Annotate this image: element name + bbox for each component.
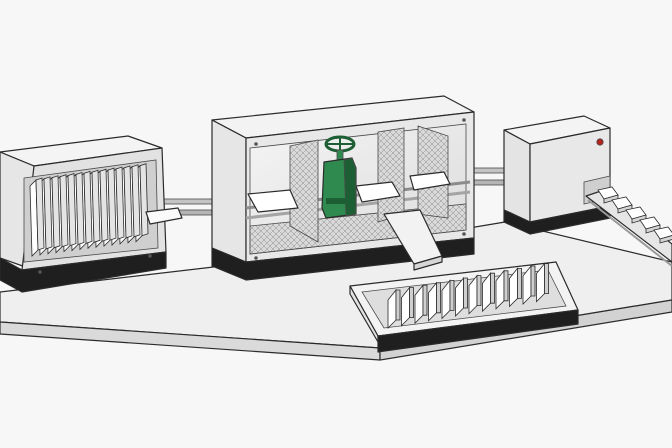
process-chamber <box>211 95 475 281</box>
press-valve <box>321 135 357 219</box>
tray-plate-edge <box>530 265 536 297</box>
stacked-plate-edge <box>91 169 101 243</box>
tray-plate-edge <box>449 279 455 311</box>
magazine-feed-plate <box>145 207 183 225</box>
valve-flange <box>326 198 354 204</box>
chamber-bolt <box>254 142 258 146</box>
output-conveyor <box>585 186 672 267</box>
tray-plate-edge <box>476 275 482 307</box>
filter-panel-left <box>289 139 319 243</box>
stacked-plate-edge <box>83 170 93 244</box>
stacked-plates <box>29 163 149 257</box>
carrier-plate-right <box>409 171 451 191</box>
carrier-plate-left <box>247 189 299 213</box>
indicator-light-icon <box>596 138 604 146</box>
conveyor-rail <box>587 199 672 267</box>
stacked-plate-edge <box>35 177 45 251</box>
tray-plate-edge <box>436 282 441 314</box>
chamber-bolt <box>254 256 258 260</box>
tray-plate-edge <box>544 263 549 295</box>
conveyor-plate-edge <box>659 235 672 244</box>
tray-plate-edge <box>395 289 401 321</box>
stacked-plate-edge <box>139 163 149 237</box>
stacked-plate-edge <box>131 164 141 238</box>
rail-left-upper <box>159 198 219 205</box>
chamber-left-side <box>211 119 247 263</box>
tray-base-band <box>377 309 579 353</box>
stacked-plate-edge <box>67 173 77 247</box>
tray-plate-edge <box>422 284 428 316</box>
chamber-bolt <box>462 232 466 236</box>
tray-plate-edge <box>490 272 495 304</box>
input-magazine <box>0 135 183 293</box>
tray-plate-edge <box>463 277 468 309</box>
discharge-chute-side <box>413 255 443 271</box>
conveyor-bed <box>585 189 672 263</box>
stacked-plate-edge <box>123 165 133 239</box>
stacked-plate-edge <box>115 166 125 240</box>
carrier-plate-mid <box>355 181 401 203</box>
magazine-base-band <box>0 251 167 293</box>
filter-panel-mid <box>377 127 405 223</box>
stacked-plate-edge <box>75 171 85 246</box>
stacked-plate-edge <box>43 176 53 250</box>
stacked-plate-edge <box>59 174 69 248</box>
tray-plates <box>387 262 549 329</box>
stacked-plate-edge <box>99 168 109 242</box>
tray-plate-edge <box>503 270 509 302</box>
tray-plate-edge <box>409 287 414 319</box>
output-left-side <box>503 129 531 223</box>
chamber-bolt <box>462 118 466 122</box>
conveyor-plate <box>653 226 672 240</box>
conveyor-plates <box>597 186 672 244</box>
valve-body-shade <box>343 157 357 217</box>
tray-plate-edge <box>517 267 522 299</box>
stacked-plate-edge <box>51 175 61 249</box>
magazine-bolt <box>38 270 42 274</box>
magazine-bolt <box>148 254 152 258</box>
stacked-plate-edge <box>107 167 117 241</box>
collection-tray <box>349 261 579 353</box>
output-unit <box>503 115 611 235</box>
